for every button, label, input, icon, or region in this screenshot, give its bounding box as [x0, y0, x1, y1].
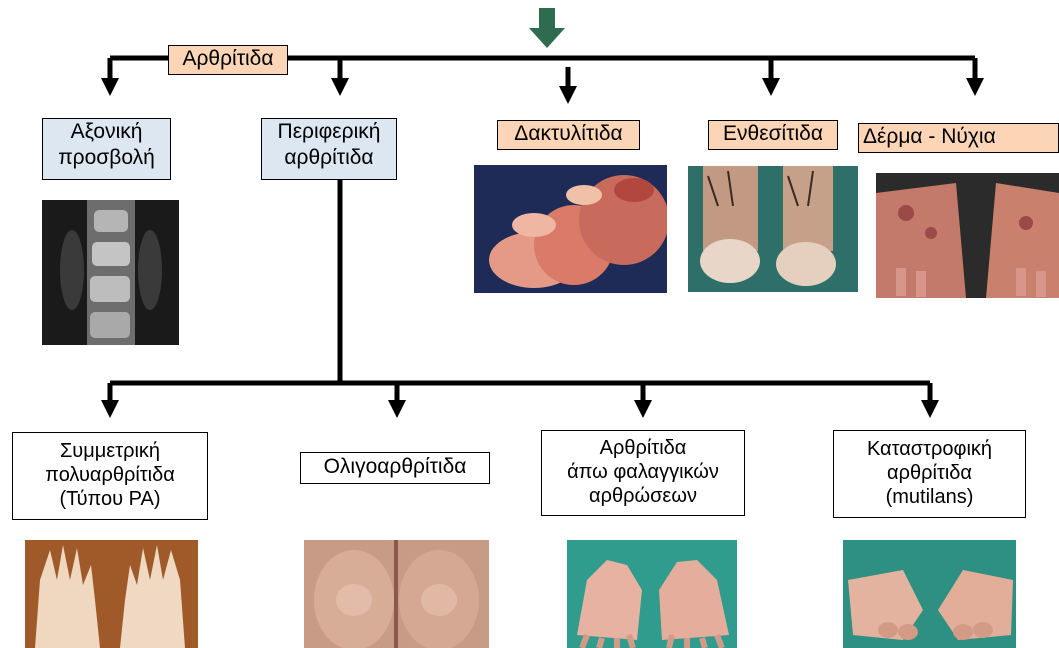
axial-involvement-box: Αξονική προσβολή	[42, 118, 171, 180]
mutilans-hands-image	[843, 540, 1016, 648]
dactylitis-toes-image	[474, 165, 667, 293]
skin-nails-label: Δέρμα - Νύχια	[858, 123, 1059, 153]
axial-line2: προσβολή	[43, 145, 170, 171]
peripheral-line2: αρθρίτιδα	[262, 145, 396, 171]
dip-line1: Αρθρίτιδα	[542, 436, 744, 460]
spine-xray-image	[42, 200, 179, 345]
peripheral-arthritis-box: Περιφερική αρθρίτιδα	[261, 118, 397, 180]
mutilans-arthritis-box: Καταστροφική αρθρίτιδα (mutilans)	[833, 430, 1026, 518]
dip-line3: αρθρώσεων	[542, 484, 744, 508]
enthesitis-heels-image	[688, 166, 858, 292]
peripheral-line1: Περιφερική	[262, 119, 396, 145]
skin-nails-hands-image	[876, 173, 1059, 298]
dactylitis-label: Δακτυλίτιδα	[497, 120, 640, 150]
enthesitis-label: Ενθεσίτιδα	[708, 120, 838, 150]
symmetric-line3: (Τύπου ΡΑ)	[13, 487, 207, 511]
knees-image	[304, 540, 489, 648]
mutilans-line1: Καταστροφική	[834, 437, 1025, 461]
oligoarthritis-box: Ολιγοαρθρίτιδα	[300, 452, 490, 484]
symmetric-line2: πολυαρθρίτιδα	[13, 463, 207, 487]
symmetric-polyarthritis-box: Συμμετρική πολυαρθρίτιδα (Τύπου ΡΑ)	[12, 432, 208, 520]
axial-line1: Αξονική	[43, 119, 170, 145]
mutilans-line3: (mutilans)	[834, 485, 1025, 509]
symmetric-hands-image	[25, 540, 198, 648]
mutilans-line2: αρθρίτιδα	[834, 461, 1025, 485]
green-down-arrow-icon	[529, 8, 565, 48]
arthritis-label: Αρθρίτιδα	[168, 45, 288, 75]
dip-hands-image	[567, 540, 737, 648]
dip-line2: άπω φαλαγγικών	[542, 460, 744, 484]
symmetric-line1: Συμμετρική	[13, 439, 207, 463]
dip-arthritis-box: Αρθρίτιδα άπω φαλαγγικών αρθρώσεων	[541, 430, 745, 516]
